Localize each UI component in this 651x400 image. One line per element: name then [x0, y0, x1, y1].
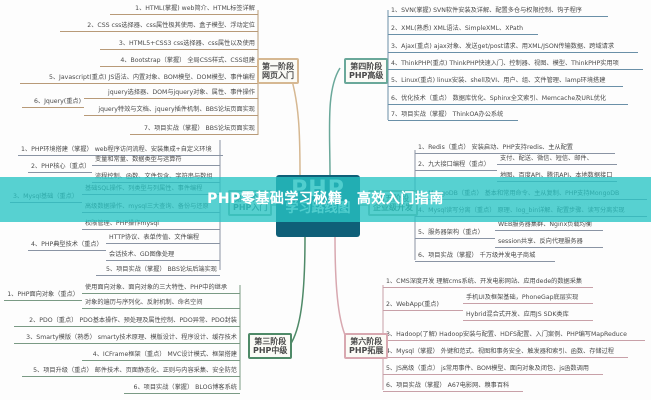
stage2-item-4: 4、PHP典型技术（重点） [28, 240, 106, 251]
stage5-item-2a: 支付、配送、微信、短信、邮件、 [497, 154, 617, 165]
stage3-item-2: 2、PDO（重点） PDO基本操作、预处理及属性控制、PDO异常、PDO封装 [14, 316, 240, 327]
stage2-item-2: 2、PHP核心（重点） [28, 162, 92, 173]
stage4-item-7: 7、项目实战（掌握） ThinkOA办公系统 [388, 110, 518, 121]
stage6-title: 第六阶段 [350, 337, 383, 346]
stage6-item-4: 4、Mysql（掌握） 外键和范式、视图和事务安全、触发器和索引、函数、存储过程 [383, 347, 628, 358]
stage1-item-6a: jquery选择器、DOM与jquery对象、属性、事件操作 [84, 88, 258, 99]
stage1-item-6b: jquery特效与文档、jquery插件机制、BBS论坛页面实现 [84, 105, 258, 116]
title-banner [0, 177, 651, 222]
stage1-item-3: 3、HTML5+CSS3 css选择器、css属性以及使用 [100, 39, 258, 50]
stage1-item-1: 1、HTML(掌握) web简介、HTML标签详解 [110, 4, 258, 15]
stage4-item-1: 1、SVN(掌握) SVN软件安装及详解、配置多仓与权限控制、钩子程序 [388, 6, 608, 17]
stage4-item-2: 2、XML(熟悉) XML语法、SimpleXML、XPath [388, 24, 538, 35]
stage6-item-3: 3、Hadoop(了解) Hadoop安装与配置、HDFS配置、入门案例、PHP… [383, 330, 645, 341]
stage3-title: 第三阶段 [254, 337, 287, 346]
stage6-subtitle: PHP拓展 [349, 346, 384, 355]
stage5-item-5b: session共享、反向代理服务器 [495, 237, 603, 248]
stage6-item-2a: 手机UI及框架基础，PhoneGap底层实现 [463, 293, 593, 304]
stage3-node[interactable]: 第三阶段 PHP中级 [248, 333, 293, 359]
stage6-item-1: 1、CMS深度开发 理解cms系统、开发电影网站、应用dede的数据采集 [383, 277, 593, 288]
stage1-item-5: 5、Javascript(重点) JS语法、内置对象、BOM模型、DOM模型、事… [20, 73, 258, 84]
stage5-item-6: 6、项目实战（掌握） 千万级并发电子商城 [415, 251, 555, 262]
stage3-item-1: 1、PHP面向对象（重点） [4, 290, 82, 301]
stage1-subtitle: 网页入门 [262, 71, 294, 80]
stage6-item-2: 2、WebApp(重点) [383, 300, 463, 311]
stage1-node[interactable]: 第一阶段 网页入门 [257, 58, 299, 84]
stage6-item-5: 5、JS高级（重点） js常用事件、BOM模型、面向对象及闭包、js函数调用 [383, 364, 603, 375]
stage2-item-1: 1、PHP环境搭建（掌握） web程序访问流程、安装集成+自定义环境 [18, 145, 223, 156]
stage2-item-2a: 变量和常量、数据类型与运算符 [92, 155, 220, 166]
stage4-item-6: 6、优化技术（重点） 数据库优化、Sphinx全文索引、Memcache及URL… [388, 94, 628, 105]
stage3-item-6: 6、项目实战（掌握） BLOG博客系统 [124, 383, 240, 394]
stage6-item-2b: Hybrid混合式开发、应用JS SDK类库 [463, 310, 593, 321]
stage2-item-4a: HTTP协议、表单传值、文件编程 [106, 233, 220, 244]
stage3-subtitle: PHP中级 [253, 346, 288, 355]
stage1-item-7: 7、项目实战（掌握） BBS论坛页面实现 [130, 124, 258, 135]
stage6-item-6: 6、项目实战（掌握） A67电影网、糗事百科 [383, 381, 523, 392]
stage2-item-3c: 权限管理、PHP操作mysql [82, 219, 220, 230]
stage3-item-4: 4、ICFrame框架（重点） MVC设计模式、框架搭建 [82, 350, 240, 361]
stage3-item-5: 5、项目升级（重点） 邮件技术、页面静态化、正则与内容采集、安全防范 [22, 366, 240, 377]
stage3-item-1a: 使用面向对象、面向对象的三大特性、PHP中的继承 [82, 283, 240, 294]
stage1-item-2: 2、CSS css选择器、css属性极其使用、盒子模型、浮动定位 [60, 21, 258, 32]
stage5-item-1: 1、Redis（重点） 安装启动、PHP支持redis、主从配置 [415, 143, 615, 154]
stage4-subtitle: PHP高级 [349, 71, 384, 80]
stage5-item-5: 5、服务器架构（重点） [415, 228, 495, 239]
stage1-item-6: 6、Jquery(重点) [22, 97, 84, 108]
stage3-item-3: 3、Smarty模版（熟悉） smarty技术原理、模版设计、程序设计、缓存技术 [14, 333, 240, 344]
stage2-item-4b: 会话技术、GD图像处理 [106, 250, 220, 261]
stage4-item-5: 5、Linux(重点) linux安装、shell及VI、用户、组、文件管理、l… [388, 76, 623, 87]
stage4-title: 第四阶段 [350, 62, 383, 71]
stage2-item-5: 5、项目实战（掌握） BBS论坛后端实现 [96, 265, 220, 276]
stage4-item-4: 4、ThinkPHP(重点) ThinkPHP快速入门、控制器、视图、模型、Th… [388, 59, 643, 70]
stage1-title: 第一阶段 [262, 62, 294, 71]
stage1-item-4: 4、Bootstrap（掌握） 全局CSS样式、CSS组建 [100, 56, 258, 67]
stage6-node[interactable]: 第六阶段 PHP拓展 [344, 333, 389, 359]
banner-title: PHP零基础学习秘籍，高效入门指南 [207, 191, 444, 207]
stage5-item-5a: WEB服务器集群、Nginx负载均衡 [495, 220, 603, 231]
stage3-item-1b: 对象的遍历与序列化、反射机制、命名空间 [82, 298, 240, 309]
stage4-node[interactable]: 第四阶段 PHP高级 [344, 58, 389, 84]
stage5-item-2: 2、九大接口编程（重点） [415, 160, 497, 171]
stage4-item-3: 3、Ajax(重点) ajax对象、发送get/post请求、用XML/JSON… [388, 42, 638, 53]
